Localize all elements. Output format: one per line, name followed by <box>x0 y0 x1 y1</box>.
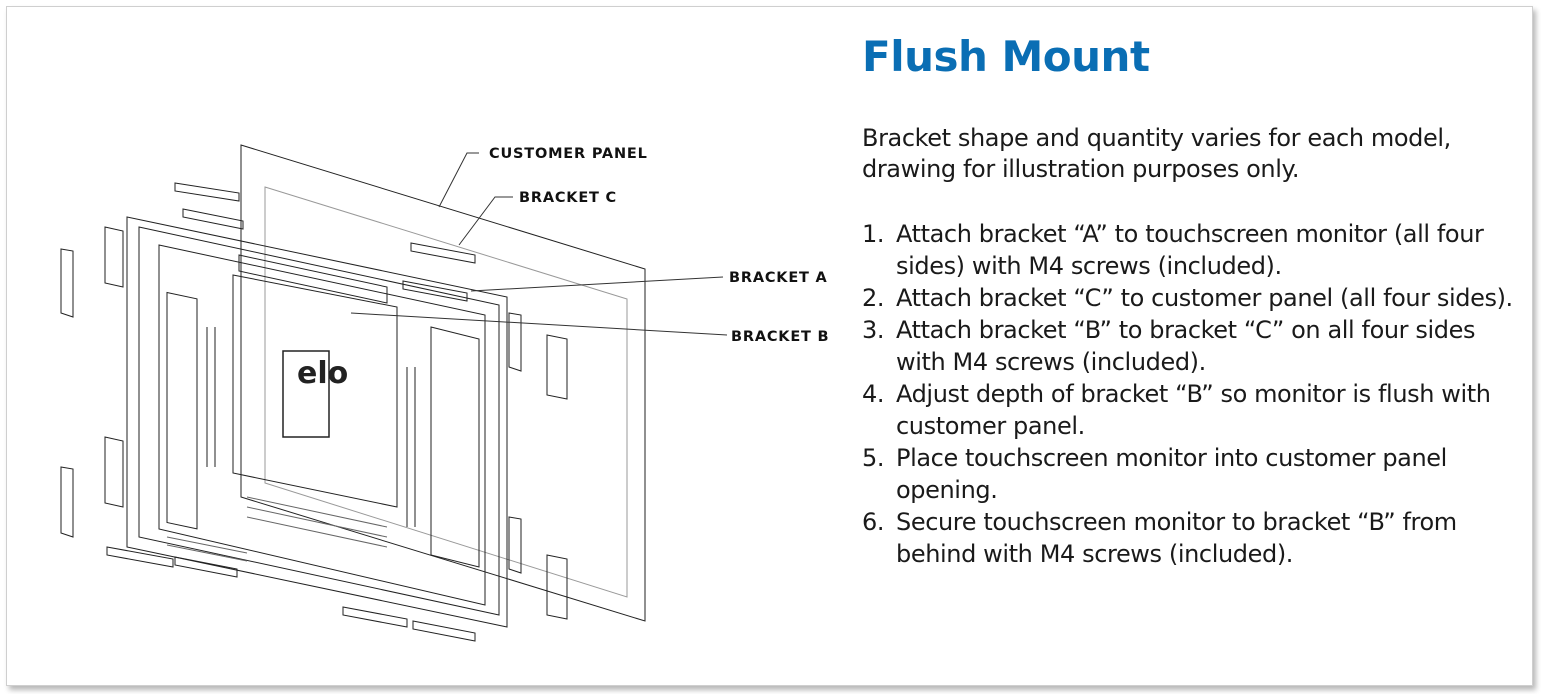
step-item: 1. Attach bracket “A” to touchscreen moni… <box>862 218 1522 282</box>
bracket-left-top <box>60 248 74 318</box>
bracket-left-bottom <box>60 466 74 538</box>
step-text: Secure touchscreen monitor to bracket “B… <box>896 508 1457 568</box>
page-title: Flush Mount <box>862 32 1150 81</box>
bracket-bottom-1 <box>106 546 174 568</box>
label-customer-panel: CUSTOMER PANEL <box>489 146 648 162</box>
step-number: 1. <box>862 220 885 248</box>
bracket-right-top <box>546 334 568 400</box>
step-item: 3. Attach bracket “B” to bracket “C” on a… <box>862 314 1522 378</box>
step-text: Attach bracket “A” to touchscreen monito… <box>896 220 1484 280</box>
step-text: Adjust depth of bracket “B” so monitor i… <box>896 380 1491 440</box>
step-item: 4. Adjust depth of bracket “B” so monitor… <box>862 378 1522 442</box>
exploded-mounting-drawing: elo CUSTOMER PANEL BRACKET C BRACKET A B… <box>47 127 847 667</box>
steps-list: 1. Attach bracket “A” to touchscreen moni… <box>862 218 1522 570</box>
label-bracket-b: BRACKET B <box>731 329 829 345</box>
instructions-column: Flush Mount Bracket shape and quantity v… <box>862 31 1522 570</box>
step-number: 5. <box>862 444 885 472</box>
bracket-right-bottom <box>546 554 568 620</box>
label-bracket-c: BRACKET C <box>519 190 617 206</box>
step-item: 5. Place touchscreen monitor into custome… <box>862 442 1522 506</box>
step-number: 3. <box>862 316 885 344</box>
intro-note: Bracket shape and quantity varies for ea… <box>862 124 1451 183</box>
elo-logo-text: elo <box>297 356 348 391</box>
step-item: 2. Attach bracket “C” to customer panel (… <box>862 282 1522 314</box>
step-number: 4. <box>862 380 885 408</box>
label-bracket-a: BRACKET A <box>729 270 828 286</box>
step-text: Place touchscreen monitor into customer … <box>896 444 1447 504</box>
customer-panel-shape <box>240 144 646 622</box>
step-number: 2. <box>862 284 885 312</box>
bracket-top-1 <box>174 182 240 202</box>
step-item: 6. Secure touchscreen monitor to bracket … <box>862 506 1522 570</box>
step-number: 6. <box>862 508 885 536</box>
monitor-frame <box>126 216 508 628</box>
step-text: Attach bracket “B” to bracket “C” on all… <box>896 316 1476 376</box>
instruction-card: elo CUSTOMER PANEL BRACKET C BRACKET A B… <box>6 6 1533 686</box>
step-text: Attach bracket “C” to customer panel (al… <box>896 284 1513 312</box>
line-drawing: elo CUSTOMER PANEL BRACKET C BRACKET A B… <box>60 144 829 642</box>
